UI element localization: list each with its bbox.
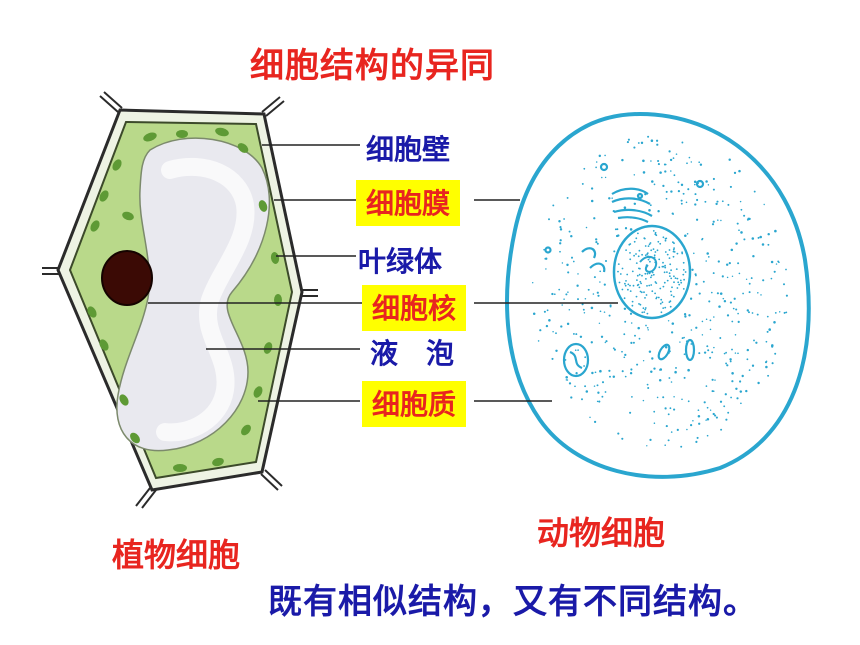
caption-animal-cell: 动物细胞 xyxy=(537,514,666,552)
label-cytoplasm: 细胞质 xyxy=(362,381,467,427)
chloroplasts xyxy=(87,127,282,472)
plant-leader-lines xyxy=(148,144,362,402)
label-vacuole: 液 泡 xyxy=(370,337,455,370)
label-cell-membrane: 细胞膜 xyxy=(356,180,461,226)
nucleus xyxy=(101,250,153,306)
summary-text: 既有相似结构，又有不同结构。 xyxy=(268,582,758,622)
label-chloroplast: 叶绿体 xyxy=(358,245,443,278)
label-cell-wall: 细胞壁 xyxy=(366,133,451,166)
animal-cell xyxy=(474,111,811,479)
caption-plant-cell: 植物细胞 xyxy=(112,536,241,574)
animal-organelles xyxy=(544,162,705,378)
label-nucleus: 细胞核 xyxy=(362,285,467,331)
plant-cell xyxy=(42,91,362,509)
page-title: 细胞结构的异同 xyxy=(250,46,495,86)
animal-leader-lines xyxy=(474,199,618,402)
